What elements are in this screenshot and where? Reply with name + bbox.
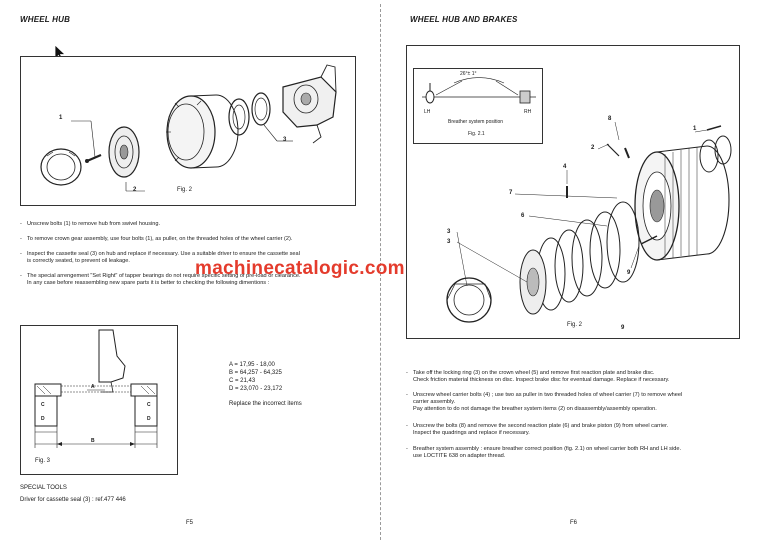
breather-rh: RH <box>524 109 532 115</box>
callout-3-upper: 3 <box>447 229 451 235</box>
dimension-d: D = 23,070 - 23,172 <box>229 386 283 392</box>
right-page: WHEEL HUB AND BRAKES 26°± 1° LH RH Breat… <box>384 0 768 543</box>
fig3-label-d-left: D <box>41 416 45 422</box>
fig3-label-c-right: C <box>147 402 151 408</box>
left-page: WHEEL HUB <box>20 15 356 526</box>
dimension-a: A = 17,95 - 18,00 <box>229 362 275 368</box>
instruction-3: -Inspect the cassette seal (3) on hub an… <box>20 251 300 264</box>
callout-1: 1 <box>693 126 697 132</box>
fig2-caption-right: Fig. 2 <box>567 322 583 328</box>
instruction-2: -To remove crown gear assembly, use four… <box>20 236 293 242</box>
brake-exploded-drawing <box>446 121 732 323</box>
bearing-section-drawing <box>34 329 158 448</box>
instruction-4: -Breather system assembly : ensure breat… <box>406 446 682 459</box>
callout-3: 3 <box>283 137 287 143</box>
right-page-title: WHEEL HUB AND BRAKES <box>410 15 518 24</box>
dimension-b: B = 64,257 - 64,325 <box>229 370 282 376</box>
instruction-3: -Unscrew the bolts (8) and remove the se… <box>406 423 669 436</box>
hub-exploded-drawing <box>40 64 337 192</box>
fig2-exploded-view: 1 2 3 Fig. 2 <box>20 56 356 206</box>
replace-note: Replace the incorrect items <box>229 401 302 407</box>
special-tools-heading: SPECIAL TOOLS <box>20 485 67 491</box>
fig3-label-b: B <box>91 438 95 444</box>
fig2-caption: Fig. 2 <box>177 187 193 193</box>
instruction-2: -Unscrew wheel carrier bolts (4) ; use t… <box>406 392 683 412</box>
page-number-left: F5 <box>186 520 194 526</box>
callout-9-lower: 9 <box>621 325 625 331</box>
fig2-brake-exploded-view: 26°± 1° LH RH Breather system position F… <box>406 45 740 339</box>
callout-2: 2 <box>591 145 595 151</box>
callout-3-lower: 3 <box>447 239 451 245</box>
breather-caption: Breather system position <box>448 119 504 125</box>
instruction-4: -The special arrengement "Set Right" of … <box>20 273 301 286</box>
callout-4: 4 <box>563 164 567 170</box>
left-page-title: WHEEL HUB <box>20 15 71 24</box>
fig3-label-a: A <box>91 384 95 390</box>
callout-8: 8 <box>608 116 612 122</box>
page-divider <box>380 4 381 540</box>
page-number-right: F6 <box>570 520 578 526</box>
fig3-caption: Fig. 3 <box>35 458 51 464</box>
instruction-1: -Unscrew bolts (1) to remove hub from sw… <box>20 221 161 227</box>
callout-7: 7 <box>509 190 513 196</box>
callout-6: 6 <box>521 213 525 219</box>
callout-2: 2 <box>133 187 137 193</box>
special-tools-line: Driver for cassette seal (3) : ref.477 4… <box>20 497 126 503</box>
breather-lh: LH <box>424 109 431 115</box>
fig3-label-c-left: C <box>41 402 45 408</box>
fig2-1-breather-inset: 26°± 1° LH RH Breather system position F… <box>413 68 543 144</box>
instruction-1: -Take off the locking ring (3) on the cr… <box>406 370 670 383</box>
breather-position-drawing <box>422 77 536 104</box>
breather-angle: 26°± 1° <box>460 71 477 77</box>
callout-9-right: 9 <box>627 270 631 276</box>
dimension-c: C = 21,43 <box>229 378 256 384</box>
breather-fig-caption: Fig. 2.1 <box>468 131 485 137</box>
fig3-label-d-right: D <box>147 416 151 422</box>
fig3-bearing-dimensions: A B C D C D Fig. 3 <box>20 325 178 475</box>
watermark: machinecatalogic.com <box>195 258 405 279</box>
callout-1: 1 <box>59 115 63 121</box>
